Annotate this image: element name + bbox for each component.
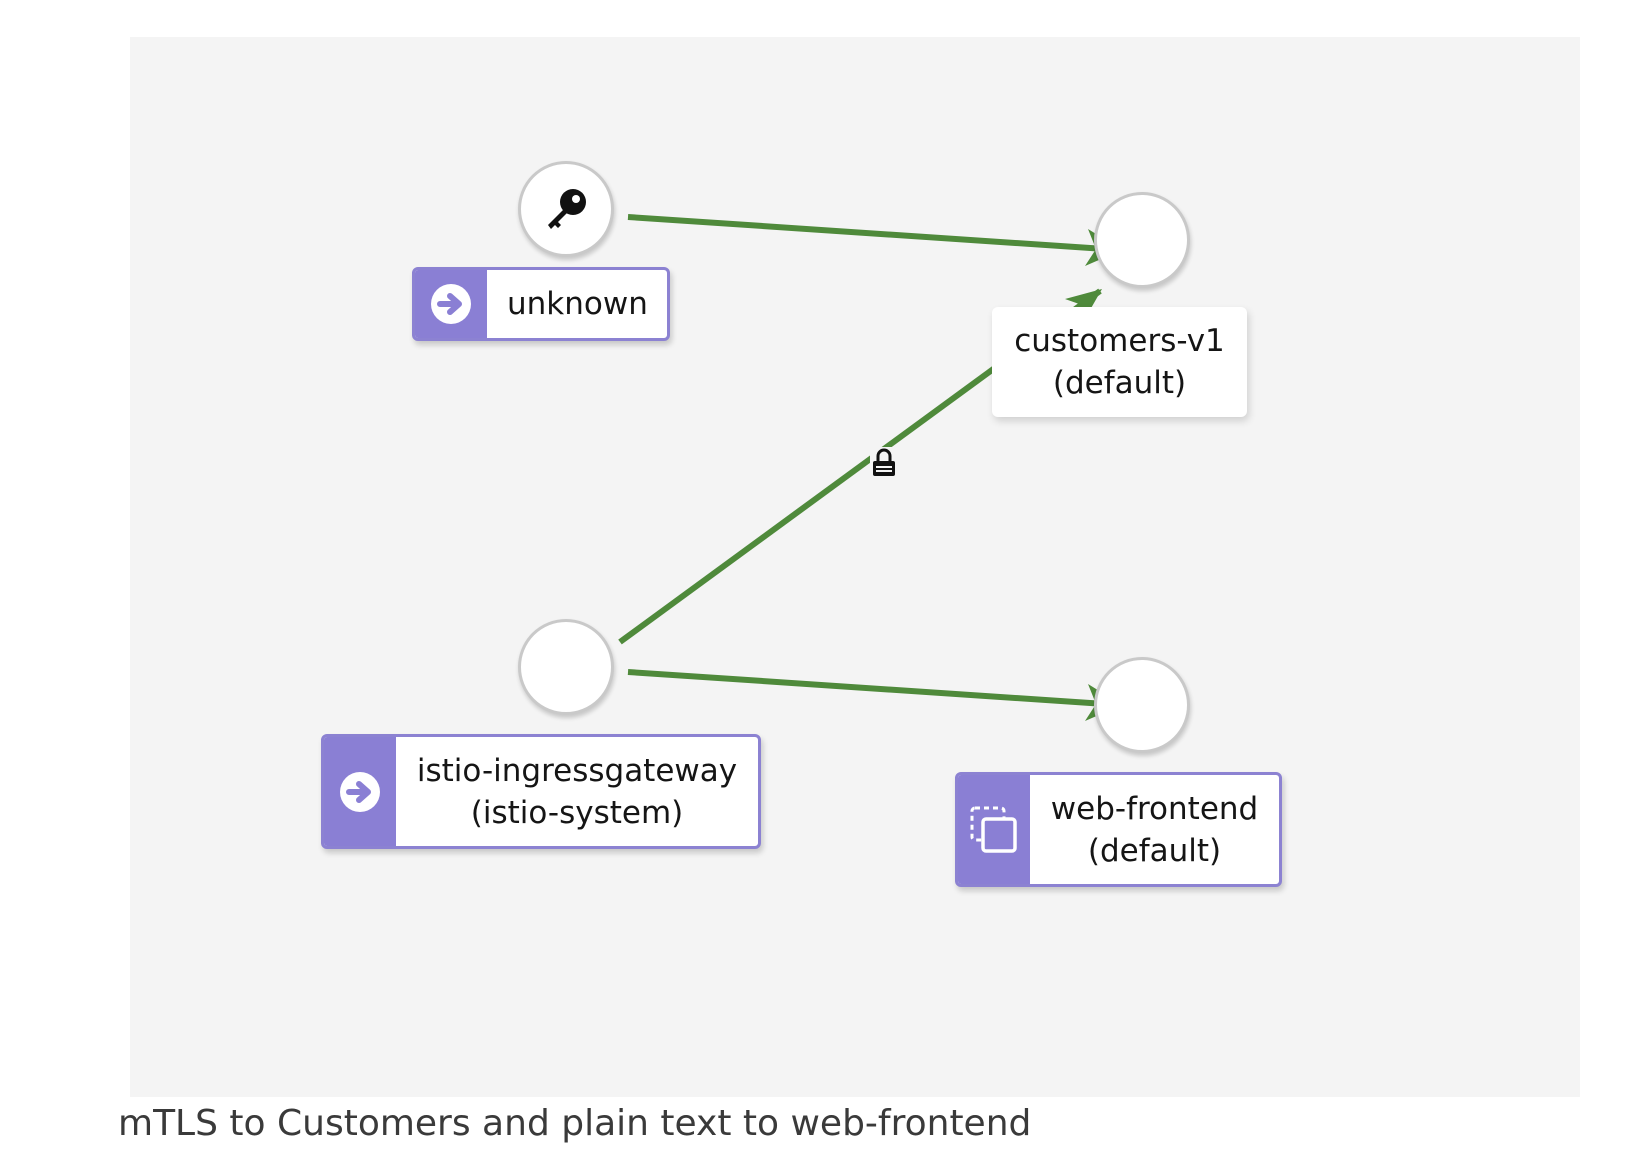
node-label: web-frontend (default)	[1030, 775, 1279, 884]
badge	[324, 737, 396, 846]
customers-label[interactable]: customers-v1 (default)	[992, 307, 1247, 417]
lock-icon	[870, 447, 898, 479]
edge-unknown-to-customers[interactable]	[627, 214, 1121, 253]
ingress-label[interactable]: istio-ingressgateway (istio-system)	[321, 734, 761, 849]
node-name: unknown	[507, 286, 648, 322]
badge	[958, 775, 1030, 884]
customers-node[interactable]	[1094, 192, 1190, 288]
edge-arrowhead	[1065, 289, 1102, 324]
edge-ingress-to-web-frontend[interactable]	[627, 669, 1121, 708]
figure-caption: mTLS to Customers and plain text to web-…	[118, 1103, 1032, 1144]
web-frontend-node[interactable]	[1094, 657, 1190, 753]
arrow-right-circle-icon	[340, 771, 380, 812]
node-name: istio-ingressgateway	[416, 752, 738, 789]
node-namespace: (default)	[1052, 365, 1187, 401]
edges-layer	[618, 214, 1122, 721]
key-icon	[548, 189, 586, 229]
unknown-node[interactable]	[518, 161, 614, 257]
node-label: unknown	[487, 270, 667, 338]
node-name: web-frontend	[1050, 790, 1259, 827]
node-label: customers-v1 (default)	[992, 307, 1247, 417]
node-namespace: (default)	[1087, 832, 1222, 869]
arrow-right-circle-icon	[431, 284, 471, 324]
node-name: customers-v1	[1014, 323, 1225, 359]
workload-icon	[970, 806, 1017, 853]
web-frontend-label[interactable]: web-frontend (default)	[955, 772, 1282, 887]
badge	[415, 270, 487, 338]
graph-canvas: unknown customers-v1 (default) istio-ing…	[130, 37, 1580, 1097]
node-label: istio-ingressgateway (istio-system)	[396, 737, 758, 846]
unknown-label[interactable]: unknown	[412, 267, 670, 341]
ingress-node[interactable]	[518, 619, 614, 715]
node-namespace: (istio-system)	[470, 794, 684, 831]
